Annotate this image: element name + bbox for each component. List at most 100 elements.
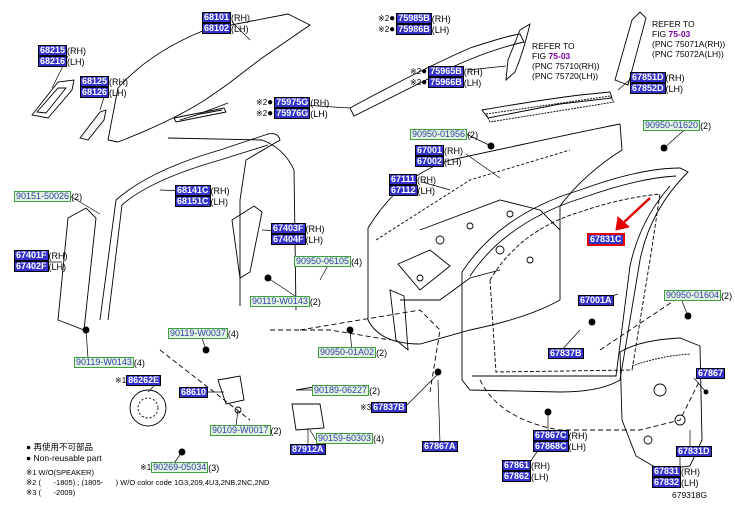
part-number-90119-w0143[interactable]: 90119-W0143	[74, 357, 134, 368]
part-number-87912a[interactable]: 87912A	[290, 444, 326, 455]
suffix-lh: (LH)	[109, 87, 127, 98]
part-number-67867[interactable]: 67867	[696, 368, 726, 379]
part-number-67403f[interactable]: 67403F	[271, 223, 306, 234]
part-label-67111-67112: 67111(RH) 67112(LH)	[389, 174, 436, 196]
part-label-67867a: 67867A	[422, 441, 458, 452]
part-label-75975-75976: ※2●75975G(RH) ※2●75976G(LH)	[256, 97, 329, 119]
suffix-rh: (RH)	[48, 250, 68, 261]
suffix-rh: (RH)	[431, 13, 451, 24]
part-number-67837b[interactable]: 67837B	[371, 402, 407, 413]
part-number-67837b[interactable]: 67837B	[548, 348, 584, 359]
part-number-90119-w0037[interactable]: 90119-W0037	[168, 328, 228, 339]
non-reusable-dot-icon: ●	[389, 12, 396, 24]
suffix-rh: (RH)	[665, 72, 685, 83]
part-number-75965b[interactable]: 75965B	[428, 66, 464, 77]
part-label-90159-60303: 90159-60303(4)	[316, 433, 384, 444]
note-mark: ※3	[360, 402, 372, 412]
note-mark: ※2	[378, 24, 390, 34]
part-number-90950-01a02[interactable]: 90950-01A02	[318, 347, 377, 358]
part-number-68126[interactable]: 68126	[80, 87, 110, 98]
suffix-rh: (RH)	[417, 174, 437, 185]
note-mark: ※1	[115, 375, 127, 385]
quantity: (2)	[700, 120, 712, 131]
part-number-67401f[interactable]: 67401F	[14, 250, 49, 261]
part-label-67001a: 67001A	[578, 295, 614, 306]
part-number-75966b[interactable]: 75966B	[428, 77, 464, 88]
part-number-67831d[interactable]: 67831D	[676, 446, 712, 457]
part-number-68215[interactable]: 68215	[38, 45, 68, 56]
part-number-68102[interactable]: 68102	[202, 23, 232, 34]
part-label-67867: 67867	[696, 368, 726, 379]
part-number-90950-01956[interactable]: 90950-01956	[410, 129, 468, 140]
part-number-67001[interactable]: 67001	[415, 145, 445, 156]
part-number-90950-01620[interactable]: 90950-01620	[643, 120, 701, 131]
ref-line: REFER TO	[652, 19, 695, 29]
part-number-68101[interactable]: 68101	[202, 12, 232, 23]
part-number-90151-50026[interactable]: 90151-50026	[14, 191, 72, 202]
suffix-lh: (LH)	[681, 477, 699, 488]
part-number-68610[interactable]: 68610	[179, 387, 209, 398]
part-number-67868c[interactable]: 67868C	[533, 441, 569, 452]
part-number-68141c[interactable]: 68141C	[175, 185, 211, 196]
part-number-67832[interactable]: 67832	[652, 477, 682, 488]
part-label-90119-w0037: 90119-W0037(4)	[168, 328, 239, 339]
part-number-75985b[interactable]: 75985B	[396, 13, 432, 24]
suffix-lh: (LH)	[48, 261, 67, 272]
part-number-67861[interactable]: 67861	[502, 460, 532, 471]
part-number-67002[interactable]: 67002	[415, 156, 445, 167]
part-number-90950-01604[interactable]: 90950-01604	[664, 290, 722, 301]
part-number-67831c[interactable]: 67831C	[587, 233, 625, 246]
part-number-67001a[interactable]: 67001A	[578, 295, 614, 306]
part-label-68141-68151: 68141C(RH) 68151C(LH)	[175, 185, 230, 207]
note-mark: ※2	[410, 66, 422, 76]
quantity: (4)	[351, 256, 363, 267]
part-number-68216[interactable]: 68216	[38, 56, 68, 67]
ref-fig-link[interactable]: 75-03	[668, 29, 691, 39]
part-number-75976g[interactable]: 75976G	[274, 108, 311, 119]
suffix-lh: (LH)	[568, 441, 587, 452]
part-number-86262e[interactable]: 86262E	[126, 375, 162, 386]
part-number-67404f[interactable]: 67404F	[271, 234, 306, 245]
suffix-rh: (RH)	[210, 185, 230, 196]
part-number-67111[interactable]: 67111	[389, 174, 418, 185]
non-reusable-dot-icon: ●	[389, 23, 396, 35]
quantity: (2)	[376, 347, 388, 358]
part-number-90950-06105[interactable]: 90950-06105	[294, 256, 352, 267]
part-label-68215-68216: 68215(RH) 68216(LH)	[38, 45, 86, 67]
part-number-90159-60303[interactable]: 90159-60303	[316, 433, 374, 444]
suffix-lh: (LH)	[531, 471, 549, 482]
part-number-67831[interactable]: 67831	[652, 466, 682, 477]
quantity: (4)	[133, 357, 145, 368]
ref-line: REFER TO	[532, 41, 575, 51]
part-number-67112[interactable]: 67112	[389, 185, 418, 196]
part-number-68125[interactable]: 68125	[80, 76, 110, 87]
part-number-67867a[interactable]: 67867A	[422, 441, 458, 452]
part-number-90269-05034[interactable]: 90269-05034	[151, 462, 209, 473]
part-label-75985-75986: ※2●75985B(RH) ※2●75986B(LH)	[378, 13, 451, 35]
speaker-cover	[129, 389, 167, 427]
ref-fig-link[interactable]: 75-03	[548, 51, 571, 61]
part-number-67851d[interactable]: 67851D	[630, 72, 666, 83]
part-label-90950-06105: 90950-06105(4)	[294, 256, 362, 267]
part-number-90109-w0017[interactable]: 90109-W0017	[210, 425, 271, 436]
part-number-75975g[interactable]: 75975G	[274, 97, 311, 108]
part-number-90119-w0143[interactable]: 90119-W0143	[250, 296, 310, 307]
part-label-90950-01604: 90950-01604(2)	[664, 290, 732, 301]
part-number-67852d[interactable]: 67852D	[630, 83, 666, 94]
part-number-67402f[interactable]: 67402F	[14, 261, 49, 272]
suffix-rh: (RH)	[109, 76, 129, 87]
ref-line: (PNC 75071A(RH))	[652, 39, 726, 49]
part-number-75986b[interactable]: 75986B	[396, 24, 432, 35]
part-number-67867c[interactable]: 67867C	[533, 430, 569, 441]
suffix-rh: (RH)	[463, 66, 483, 77]
suffix-lh: (LH)	[665, 83, 684, 94]
suffix-rh: (RH)	[531, 460, 551, 471]
part-number-67862[interactable]: 67862	[502, 471, 532, 482]
quantity: (3)	[208, 462, 220, 473]
quantity: (4)	[373, 433, 385, 444]
non-reusable-dot-icon: ●	[421, 76, 428, 88]
part-number-90189-06227[interactable]: 90189-06227	[312, 385, 370, 396]
part-number-68151c[interactable]: 68151C	[175, 196, 211, 207]
